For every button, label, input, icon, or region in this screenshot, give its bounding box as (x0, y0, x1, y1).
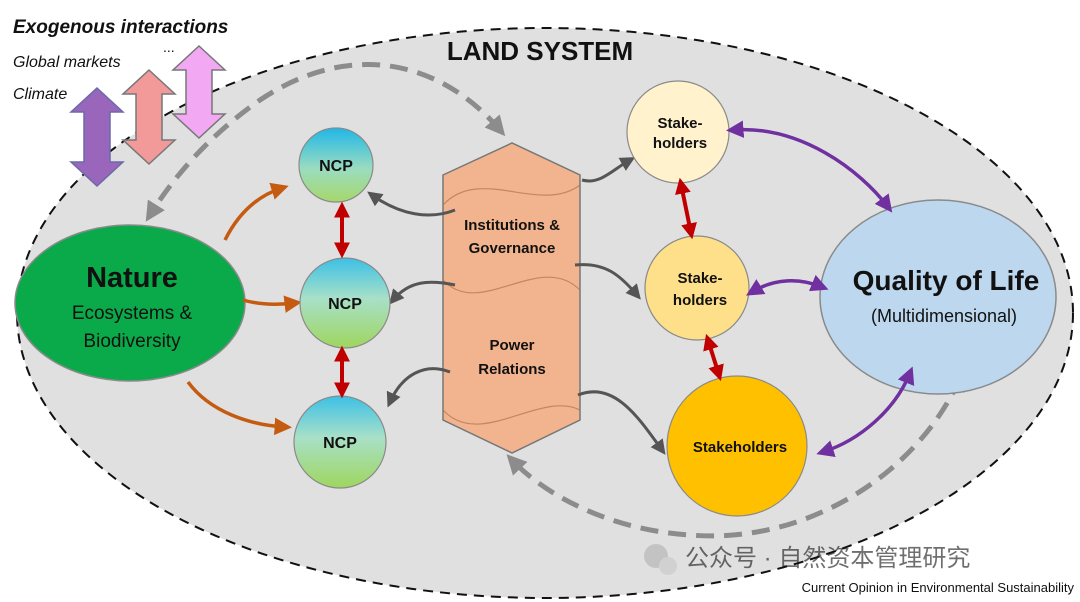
nature-title: Nature (86, 262, 178, 294)
wechat-bubble-icon-small (659, 557, 677, 575)
stakeholders-mid-line2: holders (673, 292, 727, 309)
power-label-line1: Power (489, 337, 534, 354)
stakeholders-top-line2: holders (653, 135, 707, 152)
stakeholders-circle-bottom (666, 375, 808, 517)
ncp-label-mid: NCP (328, 296, 362, 313)
quality-of-life-ellipse (819, 199, 1057, 395)
quality-of-life-title: Quality of Life (853, 265, 1040, 296)
red-arrow-stake-mid-bottom (703, 333, 724, 382)
purple-arrow-mid-to-qol (746, 274, 829, 296)
stakeholders-mid-line1: Stake- (677, 270, 722, 287)
ncp-label-bottom: NCP (323, 435, 357, 452)
stakeholders-top-line1: Stake- (657, 115, 702, 132)
arrow-hex-to-ncp-mid (389, 280, 456, 305)
red-arrow-stake-top-mid (675, 177, 697, 240)
ncp-label-top: NCP (319, 158, 353, 175)
exogenous-item-climate: Climate (13, 86, 67, 103)
institutions-label-line1: Institutions & (464, 217, 560, 234)
nature-ellipse (14, 224, 246, 382)
hexagon-wave-bottom (442, 405, 581, 425)
arrow-hex-to-stake-top (581, 157, 636, 183)
hexagon-wave-mid (442, 276, 581, 294)
hexagon-wave-top (442, 184, 581, 206)
arrow-hex-to-stake-bottom (577, 390, 666, 455)
stakeholders-bottom-label: Stakeholders (693, 439, 787, 456)
arrow-hex-to-stake-mid (574, 263, 641, 300)
land-system-title: LAND SYSTEM (447, 36, 633, 66)
stakeholders-circle-top (626, 80, 730, 184)
arrow-nature-to-ncp-top (223, 182, 289, 241)
nature-subtitle-line1: Ecosystems & (72, 303, 193, 324)
purple-arrow-top-to-qol (726, 120, 893, 213)
purple-arrow-bottom-to-qol (816, 366, 915, 458)
stakeholders-circle-mid (644, 235, 750, 341)
arrow-hex-to-ncp-bottom (386, 367, 451, 408)
feedback-arrow-top (145, 62, 506, 222)
institutions-label-line2: Governance (469, 240, 556, 257)
climate-double-arrow-icon (69, 86, 125, 188)
arrow-nature-to-ncp-mid (242, 295, 302, 313)
exogenous-item-markets: Global markets (13, 54, 121, 71)
nature-subtitle-line2: Biodiversity (83, 331, 181, 352)
source-caption: Current Opinion in Environmental Sustain… (802, 580, 1075, 595)
arrow-hex-to-ncp-top (367, 191, 456, 217)
arrow-nature-to-ncp-bottom (186, 380, 292, 436)
quality-of-life-subtitle: (Multidimensional) (871, 306, 1017, 326)
power-label-line2: Relations (478, 361, 546, 378)
exogenous-ellipsis: ... (163, 39, 175, 55)
watermark: 公众号 · 自然资本管理研究 (644, 544, 970, 575)
watermark-text: 公众号 · 自然资本管理研究 (685, 545, 970, 572)
institutions-hexagon (442, 142, 581, 454)
exogenous-heading: Exogenous interactions (13, 17, 228, 38)
